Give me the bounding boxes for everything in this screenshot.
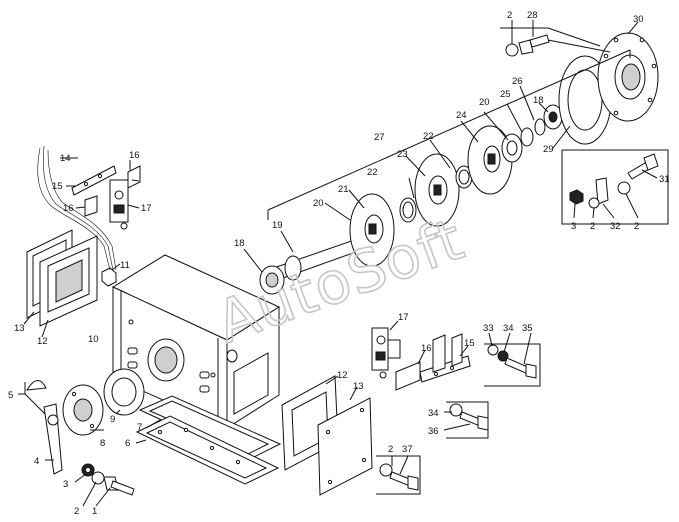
callout-1: 1 <box>92 506 97 517</box>
callout-25: 25 <box>500 89 511 100</box>
callout-24: 24 <box>456 110 467 121</box>
callout-20: 20 <box>479 97 490 108</box>
callout-26: 26 <box>512 76 523 87</box>
callout-labels: 2 28 30 26 25 20 18 24 29 27 22 22 23 21… <box>8 10 670 517</box>
callout-8: 8 <box>100 438 105 449</box>
gearbox-housing <box>111 254 281 429</box>
bolt-1 <box>103 476 135 496</box>
callout-9: 9 <box>110 414 115 425</box>
bolt-36 <box>459 411 489 431</box>
callout-11: 11 <box>120 260 130 271</box>
nut-3-right <box>569 189 584 205</box>
washer-2-bottom <box>379 463 393 477</box>
washer-2-mid <box>588 197 600 209</box>
callout-34: 34 <box>503 323 514 334</box>
key-5 <box>26 380 47 391</box>
strip-15-bottom <box>419 333 471 383</box>
bolt-37 <box>389 471 419 491</box>
callout-7: 7 <box>137 422 142 433</box>
callout-33: 33 <box>483 323 494 334</box>
switch-17-bottom <box>371 327 401 379</box>
flange-8 <box>62 384 104 436</box>
callout-15: 15 <box>52 181 63 192</box>
spacer-20 <box>501 133 523 163</box>
switch-17-top <box>109 179 129 230</box>
callout-3: 3 <box>63 479 68 490</box>
callout-2: 2 <box>634 221 639 232</box>
washer-2-right <box>617 181 631 195</box>
callout-23: 23 <box>397 149 408 160</box>
bolt-35 <box>504 357 537 379</box>
callout-16: 16 <box>421 343 432 354</box>
ring-22-high <box>455 165 473 189</box>
right-gasket-13 <box>317 397 373 496</box>
callout-18: 18 <box>234 238 245 249</box>
callout-22: 22 <box>423 131 434 142</box>
callout-16: 16 <box>63 203 74 214</box>
callout-27: 27 <box>374 132 385 143</box>
callout-32: 32 <box>610 221 621 232</box>
callout-2: 2 <box>388 444 393 455</box>
gear-21 <box>349 193 395 267</box>
gear-24 <box>467 125 513 195</box>
callout-2: 2 <box>74 506 79 517</box>
gear-23 <box>414 153 460 227</box>
circlip-26 <box>534 118 546 136</box>
bolt-28 <box>518 34 550 55</box>
seal-9 <box>103 368 145 416</box>
bearing-18-upper <box>543 104 563 130</box>
left-cover-12 <box>39 235 98 327</box>
callout-21: 21 <box>338 184 349 195</box>
washer-34-lower <box>449 403 463 417</box>
ring-22-low <box>399 197 417 223</box>
callout-30: 30 <box>633 14 644 25</box>
callout-14: 14 <box>60 153 71 164</box>
callout-37: 37 <box>402 444 413 455</box>
washer-2-top <box>505 43 519 57</box>
leader-lines <box>18 20 669 507</box>
callout-2: 2 <box>590 221 595 232</box>
shift-lever-4 <box>43 403 63 475</box>
callout-29: 29 <box>543 144 554 155</box>
bolt-31 <box>627 153 659 180</box>
block-16-bottom <box>395 361 421 391</box>
callout-12: 12 <box>337 370 348 381</box>
callout-10: 10 <box>88 334 99 345</box>
washer-34-upper <box>497 350 509 362</box>
washer-2-left <box>91 471 105 485</box>
strip-15-top <box>71 165 117 196</box>
callout-17: 17 <box>398 312 409 323</box>
callout-28: 28 <box>527 10 538 21</box>
callout-13: 13 <box>353 381 364 392</box>
callout-36: 36 <box>428 426 439 437</box>
watermark: AutoSoft <box>208 205 473 357</box>
bottom-plate-6 <box>135 415 280 485</box>
callout-2: 2 <box>507 10 512 21</box>
callout-34: 34 <box>428 408 439 419</box>
callout-6: 6 <box>125 438 130 449</box>
callout-16: 16 <box>129 150 140 161</box>
callout-5: 5 <box>8 390 13 401</box>
callout-12: 12 <box>37 336 48 347</box>
callout-18: 18 <box>533 95 544 106</box>
ring-25 <box>520 127 534 147</box>
callout-31: 31 <box>659 174 670 185</box>
callout-20: 20 <box>313 198 324 209</box>
callout-22: 22 <box>367 167 378 178</box>
callout-13: 13 <box>14 323 25 334</box>
nut-11 <box>101 267 117 287</box>
bearing-18 <box>259 265 285 295</box>
washer-3-left <box>81 463 95 477</box>
wire-harness <box>37 145 117 271</box>
callout-35: 35 <box>522 323 533 334</box>
callout-17: 17 <box>141 203 152 214</box>
washer-33 <box>487 344 499 356</box>
end-cover-30 <box>597 32 659 122</box>
callout-15: 15 <box>464 338 475 349</box>
callout-19: 19 <box>272 220 283 231</box>
bracket-32 <box>595 177 609 205</box>
callout-4: 4 <box>34 456 39 467</box>
callout-3: 3 <box>571 221 576 232</box>
